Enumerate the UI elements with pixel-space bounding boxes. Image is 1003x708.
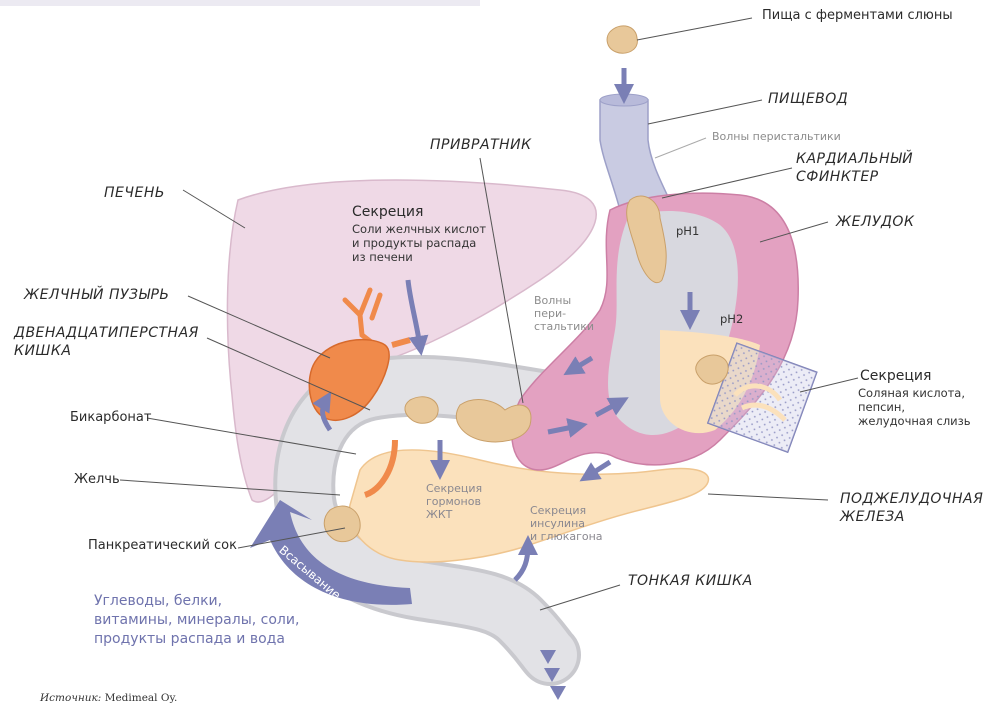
label-food: Пища с ферментами слюны [762, 8, 953, 24]
source-label: Источник: [40, 692, 101, 704]
label-peristalsis-mid: Волны пери- стальтики [534, 294, 594, 333]
label-esophagus: ПИЩЕВОД [768, 90, 848, 108]
label-pancreas: ПОДЖЕЛУДОЧНАЯ ЖЕЛЕЗА [840, 490, 983, 526]
label-insulin-secretion: Секреция инсулина и глюкагона [530, 504, 603, 543]
label-ph1: pH1 [676, 224, 699, 238]
label-bicarbonate: Бикарбонат [70, 410, 151, 426]
label-peristalsis-top: Волны перистальтики [712, 130, 841, 143]
label-hormone-secretion: Секреция гормонов ЖКТ [426, 482, 482, 521]
label-stomach: ЖЕЛУДОК [836, 213, 914, 231]
source-value: Medimeal Oy. [105, 692, 178, 704]
top-band [0, 0, 480, 6]
label-cardiac-sphincter: КАРДИАЛЬНЫЙ СФИНКТЕР [796, 150, 913, 186]
food-bolus [607, 26, 637, 53]
label-nutrients: Углеводы, белки, витамины, минералы, сол… [94, 592, 299, 649]
source-line: Источник: Medimeal Oy. [40, 690, 177, 706]
label-pancreatic-juice: Панкреатический сок [88, 538, 237, 554]
label-liver-secretion-text: Соли желчных кислот и продукты распада и… [352, 222, 486, 264]
label-liver-secretion-title: Секреция [352, 204, 423, 220]
chyme-duodenum [405, 397, 438, 423]
chyme-pylorus [456, 400, 531, 442]
label-small-intestine: ТОНКАЯ КИШКА [628, 572, 753, 590]
label-duodenum: ДВЕНАДЦАТИПЕРСТНАЯ КИШКА [14, 324, 199, 360]
label-gallbladder: ЖЕЛЧНЫЙ ПУЗЫРЬ [24, 286, 170, 304]
label-liver: ПЕЧЕНЬ [104, 184, 165, 202]
label-stomach-secretion-title: Секреция [860, 368, 931, 384]
label-ph2: pH2 [720, 312, 743, 326]
esophagus [600, 100, 672, 210]
label-bile: Желчь [74, 472, 120, 488]
label-stomach-secretion-text: Соляная кислота, пепсин, желудочная слиз… [858, 386, 971, 428]
label-pylorus: ПРИВРАТНИК [430, 136, 532, 154]
chyme-intestine [324, 506, 360, 542]
